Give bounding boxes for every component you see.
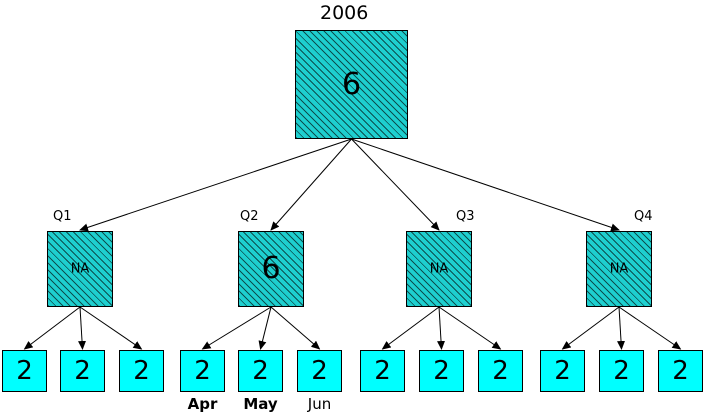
node-value: 2 — [613, 356, 630, 386]
node-month[interactable]: 2 — [60, 350, 105, 392]
node-year-2006[interactable]: 6 — [295, 30, 408, 139]
quarter-label-q1: Q1 — [53, 209, 72, 224]
node-value: 2 — [311, 356, 328, 386]
node-value: 2 — [433, 356, 450, 386]
node-value: 2 — [252, 356, 269, 386]
node-value: 2 — [554, 356, 571, 386]
node-month[interactable]: 2 — [238, 350, 283, 392]
node-month[interactable]: 2 — [360, 350, 405, 392]
node-value: 2 — [133, 356, 150, 386]
node-quarter-q1[interactable]: NA — [47, 231, 113, 307]
quarter-label-q2: Q2 — [240, 209, 259, 224]
month-label: May — [243, 395, 278, 413]
node-value: 2 — [74, 356, 91, 386]
node-month[interactable]: 2 — [478, 350, 523, 392]
node-quarter-q2[interactable]: 6 — [238, 231, 304, 307]
node-month[interactable]: 2 — [119, 350, 164, 392]
quarter-label-q4: Q4 — [634, 209, 653, 224]
node-month[interactable]: 2 — [2, 350, 47, 392]
node-month[interactable]: 2 — [419, 350, 464, 392]
node-value: NA — [70, 261, 90, 277]
month-label: Jun — [307, 395, 332, 413]
node-value: 2 — [374, 356, 391, 386]
node-value: 2 — [16, 356, 33, 386]
root-label: 2006 — [320, 2, 369, 24]
node-value: 2 — [492, 356, 509, 386]
node-value: NA — [429, 261, 449, 277]
node-month[interactable]: 2 — [297, 350, 342, 392]
node-value: 2 — [672, 356, 689, 386]
node-value: 6 — [261, 251, 281, 286]
node-month[interactable]: 2 — [540, 350, 585, 392]
node-month[interactable]: 2 — [180, 350, 225, 392]
node-value: NA — [609, 261, 629, 277]
node-quarter-q4[interactable]: NA — [586, 231, 652, 307]
month-label: Apr — [187, 395, 218, 413]
quarter-label-q3: Q3 — [456, 209, 475, 224]
node-quarter-q3[interactable]: NA — [406, 231, 472, 307]
node-value: 2 — [194, 356, 211, 386]
node-month[interactable]: 2 — [658, 350, 703, 392]
node-month[interactable]: 2 — [599, 350, 644, 392]
node-value: 6 — [341, 66, 362, 102]
